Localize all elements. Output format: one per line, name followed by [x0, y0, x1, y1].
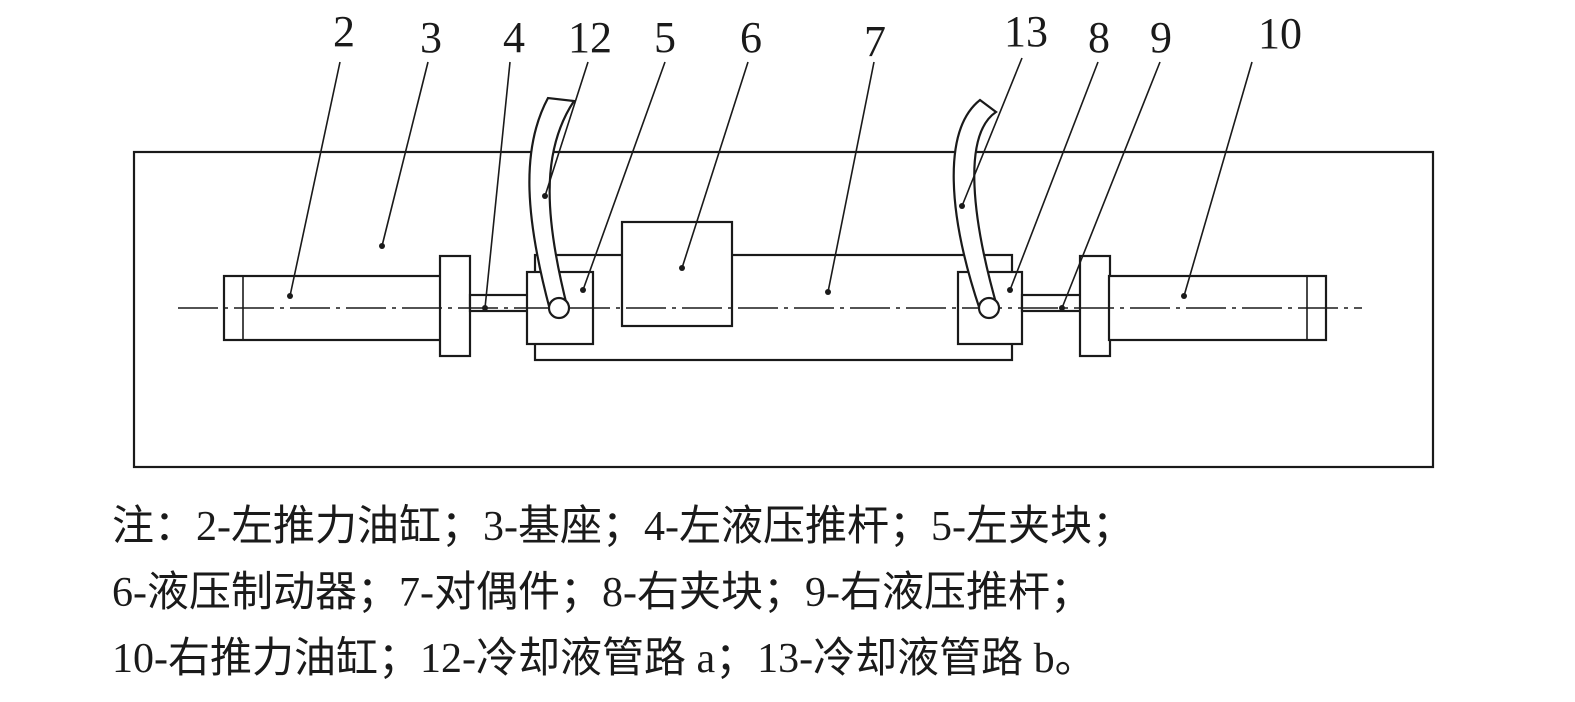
label-10: 10 — [1258, 9, 1302, 58]
machine-diagram: 2 3 4 12 5 6 7 13 8 9 10 — [132, 7, 1435, 469]
label-8: 8 — [1088, 13, 1110, 62]
coolant-pipe-b-end — [977, 296, 1001, 320]
label-5: 5 — [654, 13, 676, 62]
label-3: 3 — [420, 13, 442, 62]
label-7: 7 — [864, 17, 886, 66]
label-13: 13 — [1004, 7, 1048, 56]
label-6: 6 — [740, 13, 762, 62]
label-2: 2 — [333, 7, 355, 56]
label-12: 12 — [568, 13, 612, 62]
figure-caption: 注：2-左推力油缸；3-基座；4-左液压推杆；5-左夹块； 6-液压制动器；7-… — [112, 494, 1552, 692]
hydraulic-brake — [620, 220, 734, 328]
label-9: 9 — [1150, 13, 1172, 62]
label-4: 4 — [503, 13, 525, 62]
caption-line-2: 6-液压制动器；7-对偶件；8-右夹块；9-右液压推杆； — [112, 570, 1092, 616]
right-cylinder-flange — [1078, 254, 1112, 358]
coolant-pipe-a-end — [547, 296, 571, 320]
leader-lines — [287, 57, 1253, 311]
caption-line-3: 10-右推力油缸；12-冷却液管路 a；13-冷却液管路 b。 — [112, 636, 1097, 682]
left-cylinder-flange — [438, 254, 472, 358]
caption-line-1: 注：2-左推力油缸；3-基座；4-左液压推杆；5-左夹块； — [112, 504, 1134, 550]
